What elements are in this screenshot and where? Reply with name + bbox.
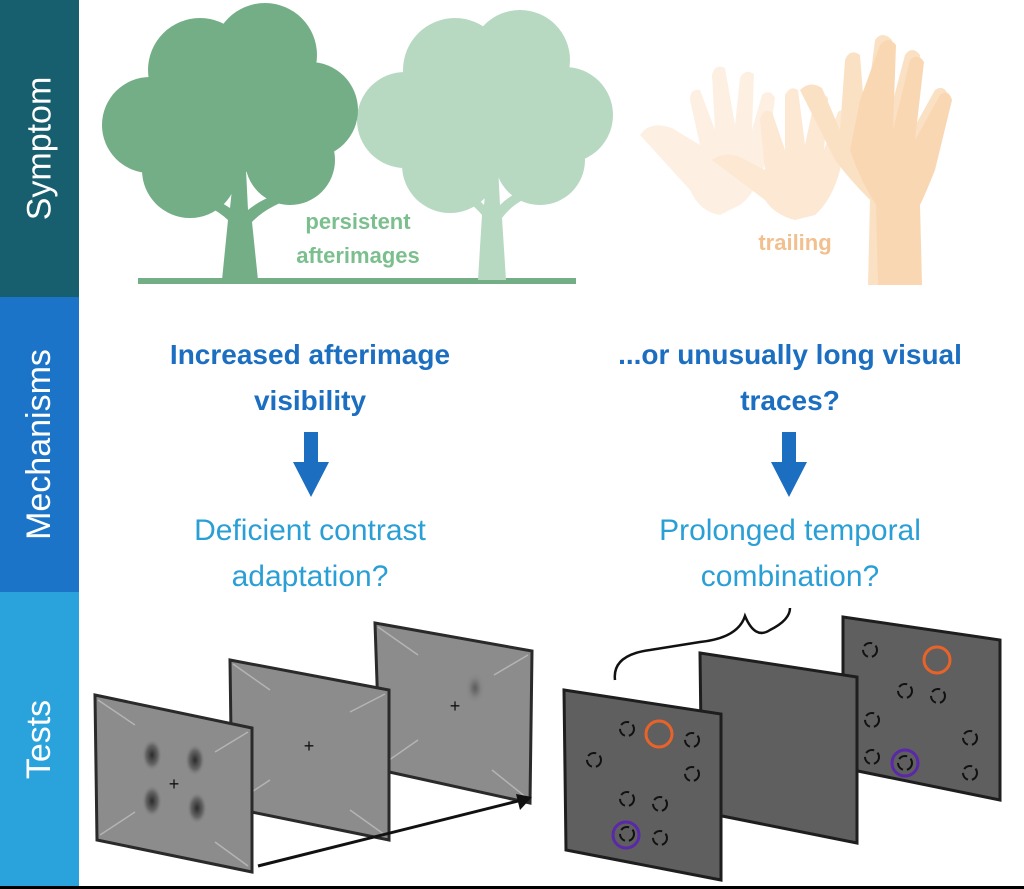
symptom-band: Symptom [0,0,79,297]
mechanism-right: ...or unusually long visual traces? [565,332,1015,424]
down-arrow-left-icon [293,432,329,497]
mechanism-left-line1: Increased afterimage [169,339,451,370]
combination-frame-3 [841,615,1002,802]
mechanism-right-line1: ...or unusually long visual [618,339,962,370]
dark-tree-icon [102,3,358,280]
mechanism-left: Increased afterimage visibility [110,332,510,424]
adaptation-frame-2: + [228,658,391,842]
symptom-left-line2: afterimages [296,243,420,268]
svg-text:+: + [450,696,461,716]
test-left: Deficient contrast adaptation? [120,508,500,600]
test-left-line1: Deficient contrast [194,514,426,547]
light-tree-icon [357,10,613,280]
svg-text:+: + [304,736,315,756]
ground-line [138,278,576,284]
mechanism-left-line2: visibility [253,385,367,416]
test-right-line2: combination? [700,560,880,593]
time-arrow-icon [257,794,532,868]
adaptation-frame-1: + [93,693,254,874]
test-right: Prolonged temporal combination? [590,508,990,600]
time-bracket-icon [613,607,792,681]
test-right-line1: Prolonged temporal [659,514,921,547]
bottom-border [0,886,1024,889]
svg-text:+: + [169,774,180,794]
test-left-line2: adaptation? [231,560,389,593]
mechanisms-band: Mechanisms [0,297,79,592]
symptom-left-line1: persistent [305,209,411,234]
trailing-hands-icon [640,35,952,285]
combination-frame-2 [698,651,859,845]
symptom-right-label: trailing [758,230,832,255]
tests-band: Tests [0,592,79,886]
combination-frame-1 [562,688,723,882]
adaptation-frame-3: + [373,621,534,805]
mechanism-right-line2: traces? [740,385,840,416]
down-arrow-right-icon [771,432,807,497]
symptom-left-label: persistent afterimages [268,205,448,273]
